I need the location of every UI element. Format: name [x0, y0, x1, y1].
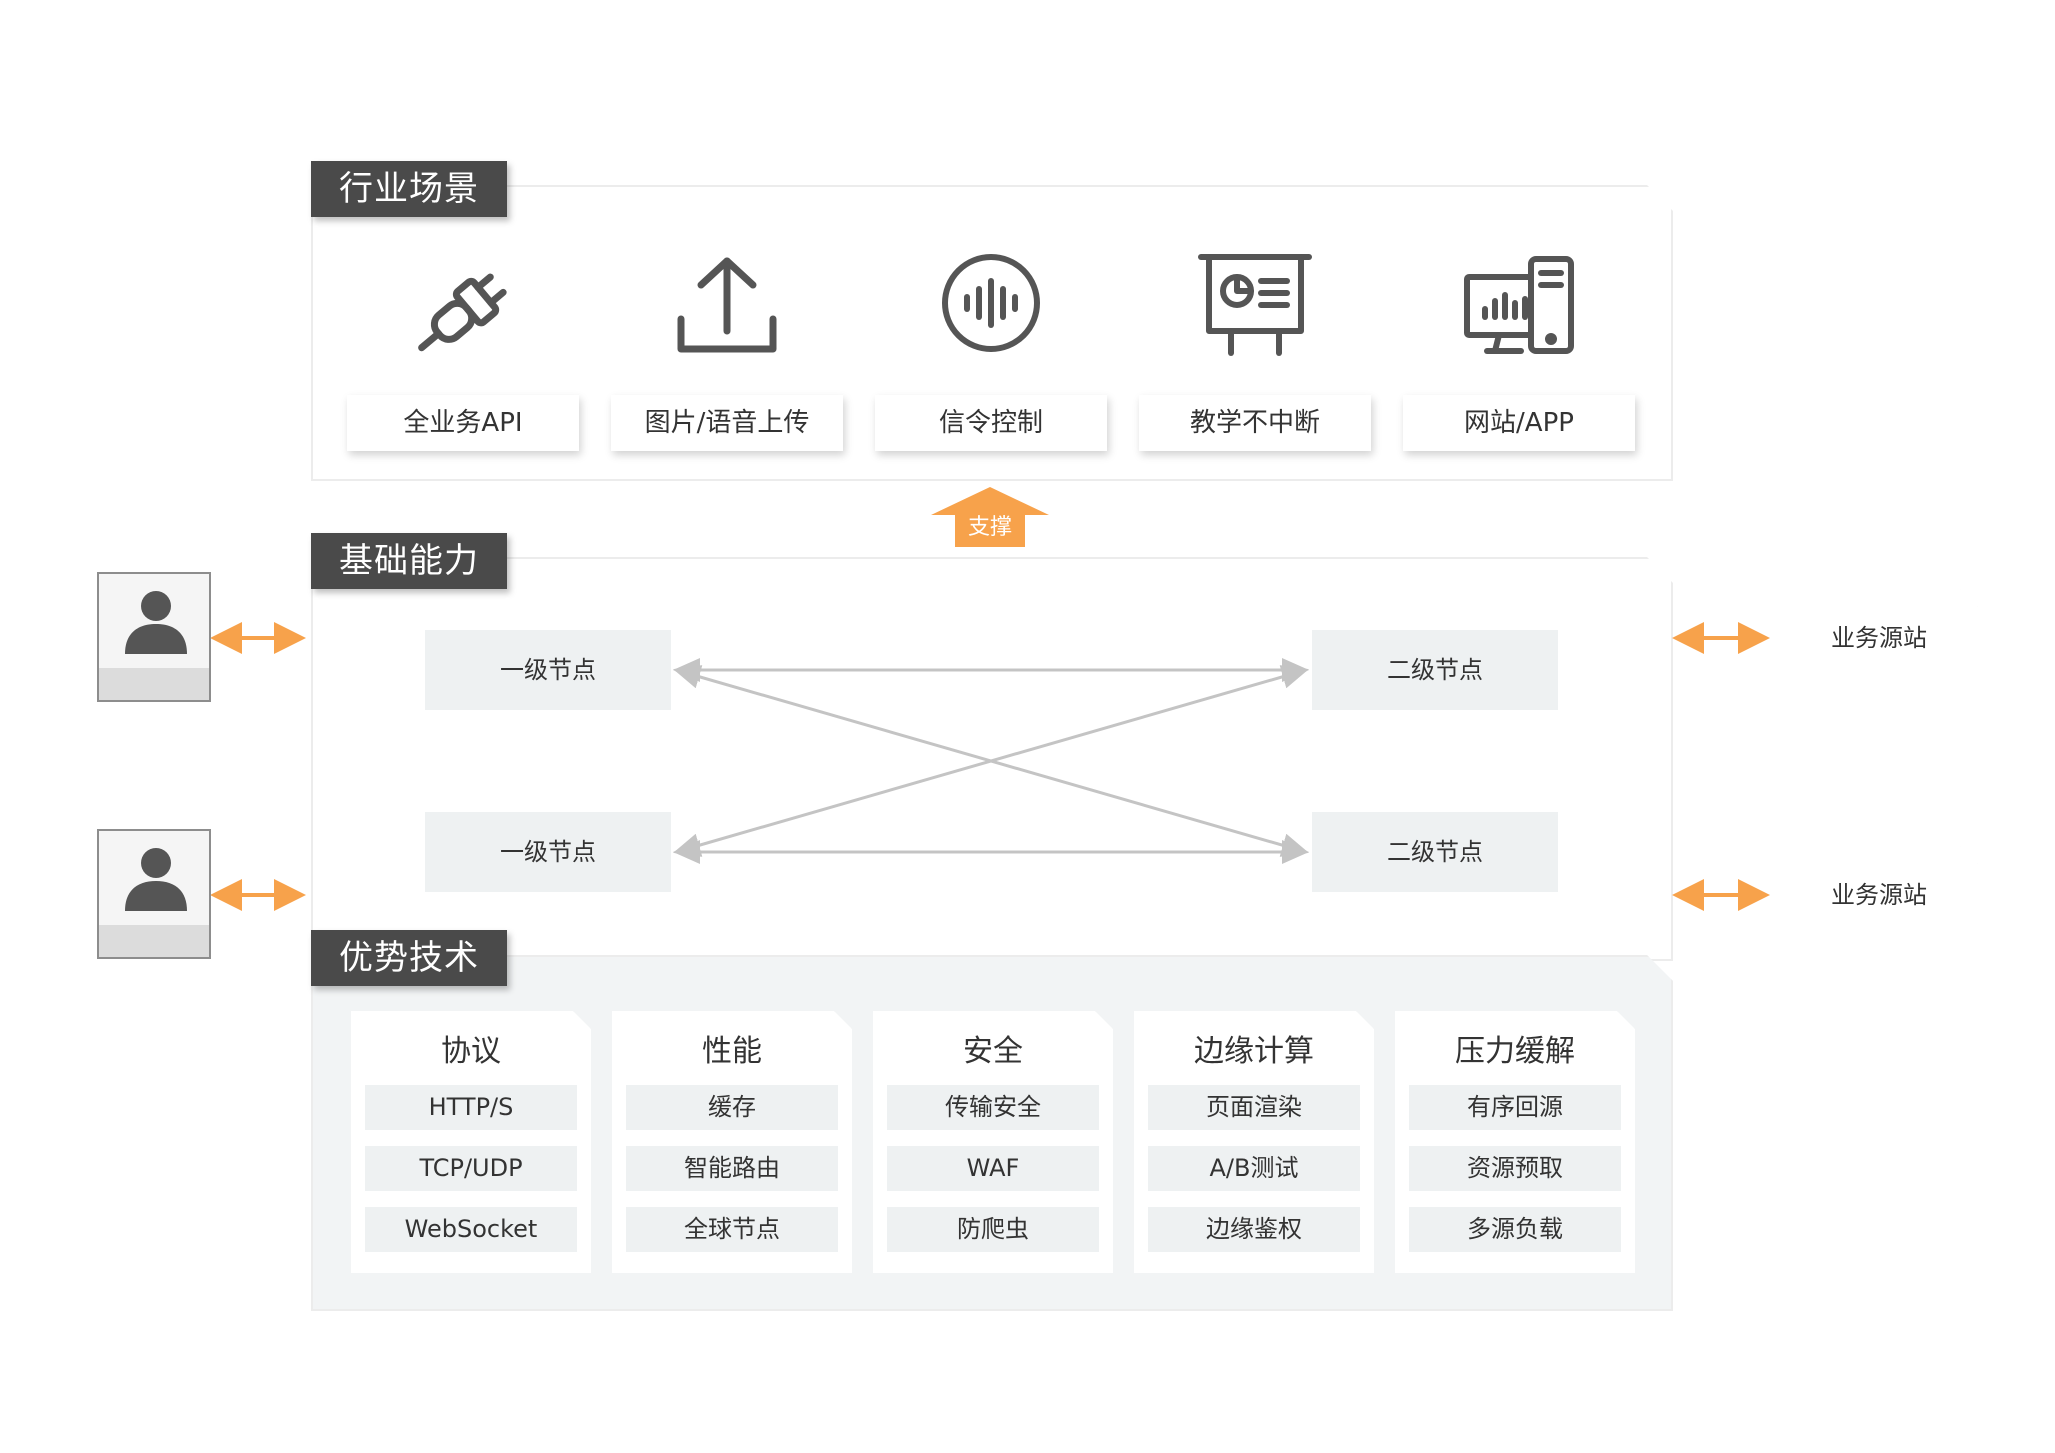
level1-node-bottom: 一级节点 [425, 812, 671, 892]
advantage-item: 传输安全 [887, 1085, 1099, 1130]
advantage-title: 性能 [702, 1034, 762, 1069]
user-icon [125, 848, 187, 911]
advantage-item: HTTP/S [365, 1085, 577, 1130]
origin-server-box: 业务源站 [1780, 589, 1978, 687]
advantage-title: 协议 [441, 1034, 501, 1069]
scene-card: 网站/APP [1403, 253, 1635, 451]
advantage-item: A/B测试 [1148, 1146, 1360, 1191]
advantage-card: 安全 传输安全 WAF 防爬虫 [873, 1011, 1113, 1273]
advantage-item: 有序回源 [1409, 1085, 1621, 1130]
scene-card: 全业务API [347, 253, 579, 451]
scene-label: 全业务API [347, 395, 579, 451]
advantage-item: 防爬虫 [887, 1207, 1099, 1252]
advantage-item: 边缘鉴权 [1148, 1207, 1360, 1252]
advantage-tech-tag: 优势技术 [311, 930, 507, 986]
advantage-card: 协议 HTTP/S TCP/UDP WebSocket [351, 1011, 591, 1273]
support-arrow: 支撑 [931, 487, 1049, 547]
advantage-item: 多源负载 [1409, 1207, 1621, 1252]
presentation-board-icon [1195, 253, 1315, 373]
plug-icon [403, 253, 523, 373]
advantage-title: 边缘计算 [1194, 1034, 1314, 1069]
user-card-footer [99, 925, 209, 957]
scene-card: 信令控制 [875, 253, 1107, 451]
origin-server-box: 业务源站 [1780, 846, 1978, 944]
user-card-footer [99, 668, 209, 700]
level2-node-bottom: 二级节点 [1312, 812, 1558, 892]
advantage-item: 页面渲染 [1148, 1085, 1360, 1130]
industry-scenes-tag: 行业场景 [311, 161, 507, 217]
user-avatar-card [97, 829, 211, 959]
advantage-item: 全球节点 [626, 1207, 838, 1252]
desktop-and-phone-icon [1459, 253, 1579, 373]
advantage-card: 压力缓解 有序回源 资源预取 多源负载 [1395, 1011, 1635, 1273]
scene-label: 信令控制 [875, 395, 1107, 451]
basic-capability-tag: 基础能力 [311, 533, 507, 589]
advantage-item: TCP/UDP [365, 1146, 577, 1191]
scene-label: 教学不中断 [1139, 395, 1371, 451]
advantage-item: WebSocket [365, 1207, 577, 1252]
advantage-title: 压力缓解 [1455, 1034, 1575, 1069]
scene-label: 图片/语音上传 [611, 395, 843, 451]
audio-wave-icon [931, 253, 1051, 373]
advantage-card: 性能 缓存 智能路由 全球节点 [612, 1011, 852, 1273]
scene-card: 教学不中断 [1139, 253, 1371, 451]
user-icon [125, 591, 187, 654]
advantage-item: 资源预取 [1409, 1146, 1621, 1191]
upload-icon [667, 253, 787, 373]
advantage-title: 安全 [963, 1034, 1023, 1069]
support-label: 支撑 [967, 515, 1012, 540]
level2-node-top: 二级节点 [1312, 630, 1558, 710]
user-avatar-card [97, 572, 211, 702]
advantage-card: 边缘计算 页面渲染 A/B测试 边缘鉴权 [1134, 1011, 1374, 1273]
level1-node-top: 一级节点 [425, 630, 671, 710]
scene-label: 网站/APP [1403, 395, 1635, 451]
advantage-item: WAF [887, 1146, 1099, 1191]
advantage-item: 智能路由 [626, 1146, 838, 1191]
scene-card: 图片/语音上传 [611, 253, 843, 451]
advantage-item: 缓存 [626, 1085, 838, 1130]
